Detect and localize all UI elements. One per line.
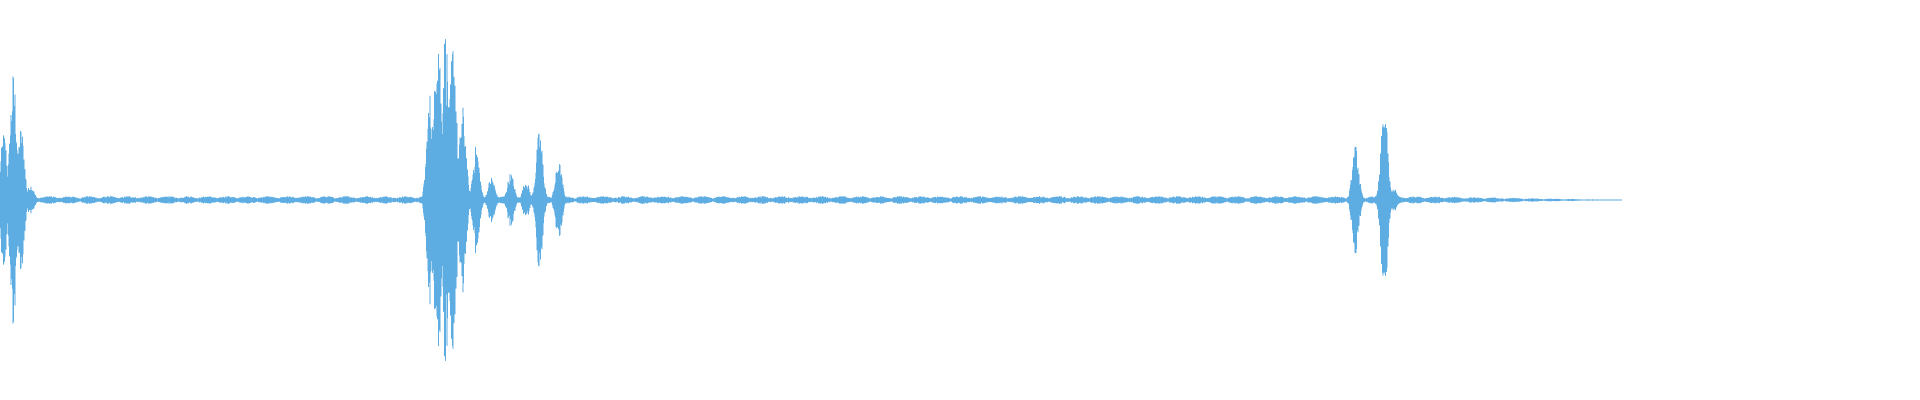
waveform-trace bbox=[0, 39, 1622, 361]
